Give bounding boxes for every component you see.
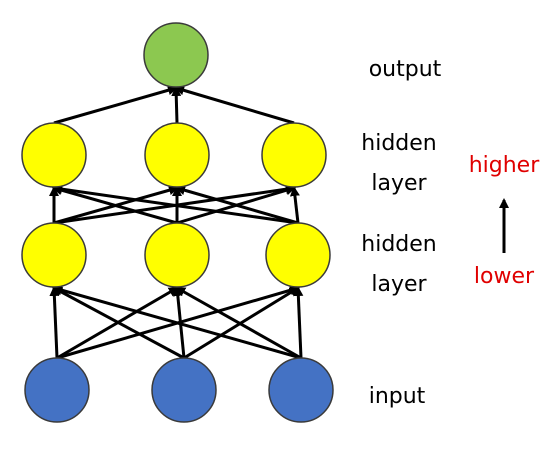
- edge-l1-2-to-2: [289, 186, 300, 224]
- hidden-layer-2-node-3: [261, 122, 327, 188]
- hidden-layer-1-node-3: [265, 222, 331, 288]
- hidden-layer-2-node-2: [144, 122, 210, 188]
- edge-l1-1-to-0: [52, 185, 178, 225]
- hidden-layer-1-node-1: [21, 222, 87, 288]
- edge-l2-1-to-0: [171, 86, 182, 124]
- edge-l2-0-to-0: [53, 85, 178, 125]
- connection-edges: [49, 85, 304, 360]
- network-nodes: [21, 22, 334, 423]
- edge-l0-2-to-1: [175, 286, 302, 360]
- hidden-layer-top-label-line2: layer: [371, 171, 427, 196]
- edge-l1-2-to-0: [52, 184, 299, 225]
- hidden-layer-bottom-label-line1: hidden: [361, 232, 437, 257]
- higher-label: higher: [468, 153, 540, 178]
- hidden-layer-top-label-line1: hidden: [361, 131, 437, 156]
- input-node-3: [268, 357, 334, 423]
- hidden-layer-2-node-1: [21, 122, 87, 188]
- edge-l1-2-to-1: [175, 185, 299, 225]
- lower-label: lower: [473, 264, 535, 289]
- output-node-1: [143, 22, 209, 88]
- edge-l2-2-to-0: [174, 85, 295, 125]
- output-label: output: [368, 57, 442, 82]
- edge-l0-0-to-0: [49, 286, 60, 359]
- edge-l0-2-to-2: [293, 286, 304, 359]
- hidden-layer-bottom-label-line2: layer: [371, 272, 427, 297]
- edge-l0-1-to-0: [52, 286, 185, 360]
- input-node-1: [24, 357, 90, 423]
- edge-l0-2-to-0: [52, 285, 302, 360]
- hidden-layer-1-node-2: [144, 222, 210, 288]
- input-label: input: [368, 384, 426, 409]
- input-node-2: [151, 357, 217, 423]
